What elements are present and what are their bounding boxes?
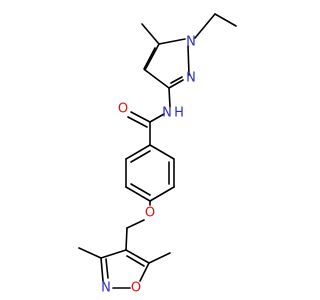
atom-amide-h: H — [174, 106, 184, 121]
bond-ring-1 — [149, 144, 175, 160]
atom-carbonyl-o: O — [118, 102, 128, 117]
bond-ring-6 — [125, 144, 151, 160]
bond-c3-n2-double — [170, 76, 183, 84]
bond-n1-c5 — [158, 38, 186, 45]
molecule-structure-diagram: N N N H O O N O — [78, 13, 237, 296]
bond-ch2-isoxazole — [125, 227, 128, 251]
bond-amide-n-carbonyl-c — [149, 113, 165, 123]
atom-pyrazole-n1: N — [186, 35, 196, 50]
bond-iso-c5-c4 — [125, 249, 150, 264]
bond-c3-n2 — [168, 79, 184, 89]
bond-iso-c3-methyl — [78, 247, 102, 259]
bond-iso-c4-c3 — [100, 249, 127, 259]
atom-isoxazole-o: O — [131, 281, 141, 296]
bond-carbonyl-c-o-double — [127, 116, 148, 128]
bond-ring-4 — [125, 186, 151, 202]
atom-ether-o: O — [145, 206, 155, 221]
bond-carbonyl-c-o — [130, 111, 151, 123]
bond-c5-c4-double — [143, 47, 156, 70]
bond-iso-c5-methyl — [148, 252, 171, 264]
bond-iso-o-c5 — [139, 262, 150, 282]
atom-isoxazole-n: N — [101, 281, 111, 296]
bond-c5-c4 — [144, 43, 160, 71]
bond-lines — [78, 13, 237, 289]
bond-c4-c3 — [144, 69, 170, 89]
bond-c5-methyl — [141, 23, 160, 45]
atom-pyrazole-n2: N — [186, 71, 196, 86]
bond-ring-4-double — [130, 183, 151, 196]
atom-amide-n: N — [162, 106, 172, 121]
bond-c3-amide-n — [168, 87, 171, 108]
bond-iso-c3-n — [100, 257, 104, 282]
bond-n1-n2 — [187, 45, 190, 76]
bond-ethyl-ch3-ch2 — [214, 13, 237, 27]
bond-ring-6-double — [130, 150, 151, 163]
bond-iso-c5-c4-double — [126, 255, 145, 267]
bond-iso-c3-n-double — [105, 258, 109, 279]
atom-labels: N N N H O O N O — [101, 35, 196, 296]
bond-ether-o-ch2 — [126, 219, 145, 229]
bond-ethyl-ch2-n1 — [194, 13, 216, 39]
bond-ring-3 — [149, 186, 175, 202]
